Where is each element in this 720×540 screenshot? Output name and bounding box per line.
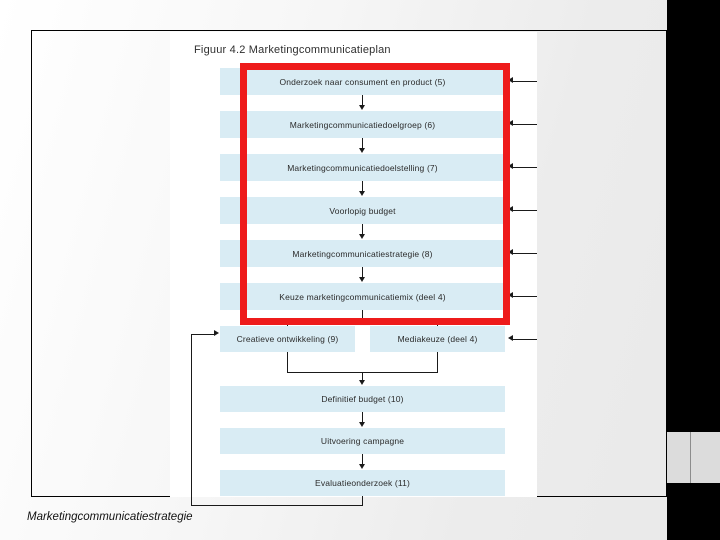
pointer-line-4 xyxy=(513,210,537,211)
connector-6-split xyxy=(362,310,363,321)
pointer-arrow-4-icon xyxy=(508,206,513,212)
connector-2-3 xyxy=(362,138,363,150)
pointer-arrow-1-icon xyxy=(508,77,513,83)
pointer-line-2 xyxy=(513,124,537,125)
flow-step-5: Marketingcommunicatiestrategie (8) xyxy=(220,240,505,267)
flow-step-4-label: Voorlopig budget xyxy=(329,205,396,216)
pointer-arrow-2-icon xyxy=(508,120,513,126)
flow-step-1: Onderzoek naar consument en product (5) xyxy=(220,68,505,95)
flow-step-2: Marketingcommunicatiedoelgroep (6) xyxy=(220,111,505,138)
flow-branch-creative-label: Creatieve ontwikkeling (9) xyxy=(236,334,339,344)
connector-3-4 xyxy=(362,181,363,193)
slide-right-band-block-divider xyxy=(690,432,691,483)
flow-step-3: Marketingcommunicatiedoelstelling (7) xyxy=(220,154,505,181)
connector-5-6 xyxy=(362,267,363,279)
pointer-line-6 xyxy=(513,296,537,297)
connector-budget-campaign xyxy=(362,412,363,424)
arrow-merge-icon xyxy=(359,380,365,385)
flow-step-2-label: Marketingcommunicatiedoelgroep (6) xyxy=(289,119,436,130)
arrow-5-6-icon xyxy=(359,277,365,282)
arrow-3-4-icon xyxy=(359,191,365,196)
connector-1-2 xyxy=(362,95,363,107)
flow-tail-evaluation-label: Evaluatieonderzoek (11) xyxy=(315,478,410,488)
arrow-budget-campaign-icon xyxy=(359,422,365,427)
slide-right-band-block xyxy=(667,432,720,483)
connector-creative-merge xyxy=(287,352,288,372)
pointer-line-7 xyxy=(513,339,537,340)
flow-tail-budget-label: Definitief budget (10) xyxy=(321,394,404,404)
flow-tail-campaign: Uitvoering campagne xyxy=(220,428,505,454)
flow-tail-evaluation: Evaluatieonderzoek (11) xyxy=(220,470,505,496)
connector-media-merge xyxy=(437,352,438,372)
pointer-line-1 xyxy=(513,81,537,82)
footer-label: Marketingcommunicatiestrategie xyxy=(27,511,193,523)
flow-step-6-label: Keuze marketingcommunicatiemix (deel 4) xyxy=(279,291,446,302)
arrow-campaign-evaluation-icon xyxy=(359,464,365,469)
connector-split-bar xyxy=(287,321,438,322)
flow-branch-media: Mediakeuze (deel 4) xyxy=(370,326,505,352)
pointer-line-5 xyxy=(513,253,537,254)
flow-step-6: Keuze marketingcommunicatiemix (deel 4) xyxy=(220,283,505,310)
flow-step-1-label: Onderzoek naar consument en product (5) xyxy=(279,76,446,87)
arrow-2-3-icon xyxy=(359,148,365,153)
pointer-arrow-7-icon xyxy=(508,335,513,341)
pointer-line-3 xyxy=(513,167,537,168)
feedback-loop-in xyxy=(191,334,215,335)
flow-step-4: Voorlopig budget xyxy=(220,197,505,224)
flow-branch-creative: Creatieve ontwikkeling (9) xyxy=(220,326,355,352)
figure-title: Figuur 4.2 Marketingcommunicatieplan xyxy=(194,44,391,56)
connector-4-5 xyxy=(362,224,363,236)
pointer-arrow-6-icon xyxy=(508,292,513,298)
arrow-feedback-icon xyxy=(214,330,219,336)
pointer-arrow-5-icon xyxy=(508,249,513,255)
flow-step-5-label: Marketingcommunicatiestrategie (8) xyxy=(292,248,433,259)
feedback-loop-up xyxy=(191,334,192,505)
flow-branch-media-label: Mediakeuze (deel 4) xyxy=(397,334,478,344)
arrow-4-5-icon xyxy=(359,234,365,239)
feedback-loop-bottom xyxy=(191,505,363,506)
pointer-arrow-3-icon xyxy=(508,163,513,169)
arrow-1-2-icon xyxy=(359,105,365,110)
flow-tail-budget: Definitief budget (10) xyxy=(220,386,505,412)
flow-tail-campaign-label: Uitvoering campagne xyxy=(320,436,405,446)
flow-step-3-label: Marketingcommunicatiedoelstelling (7) xyxy=(287,162,438,173)
connector-merge-down xyxy=(362,372,363,382)
feedback-loop-down xyxy=(362,496,363,505)
connector-campaign-evaluation xyxy=(362,454,363,466)
